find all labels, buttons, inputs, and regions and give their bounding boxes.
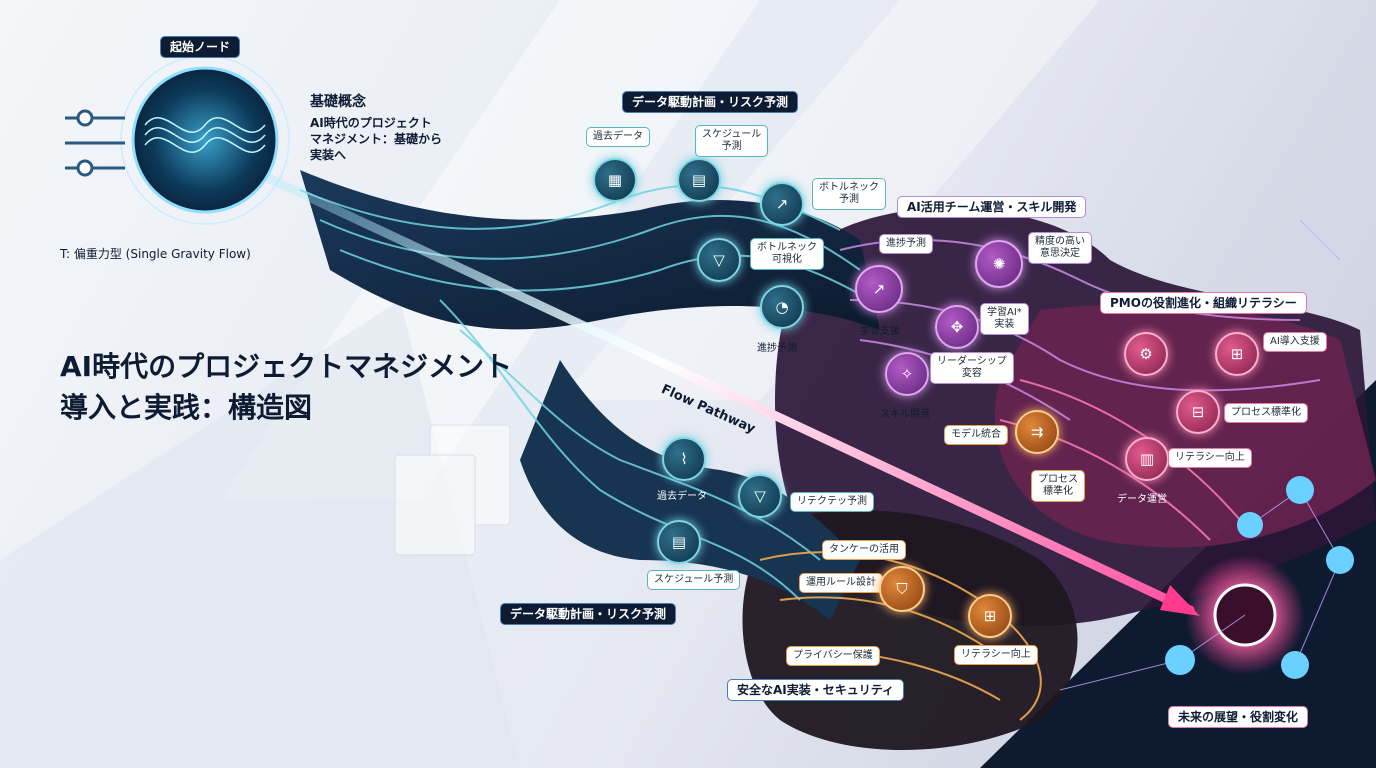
hierarchy-icon: ⊞ xyxy=(1215,332,1259,376)
main-title-line-1: AI時代のプロジェクトマネジメント xyxy=(60,350,513,383)
label-past-data-top: 過去データ xyxy=(586,127,650,147)
bar-chart-icon: ▥ xyxy=(1125,437,1169,481)
label-team-progress: 進捗予測 xyxy=(879,234,933,254)
label-retech: リテクテッ予測 xyxy=(790,492,874,512)
concept-line-2: マネジメント：基礎から xyxy=(310,132,443,146)
section-future: 未来の展望・役割変化 xyxy=(1168,706,1309,728)
label-past-data-bottom: 過去データ xyxy=(657,491,707,502)
section-data-bottom: データ駆動計画・リスク予測 xyxy=(500,603,677,625)
label-decision: 精度の高い 意思決定 xyxy=(1028,232,1092,264)
calendar-bottom-icon: ▤ xyxy=(657,520,701,564)
section-team: AI活用チーム運営・スキル開発 xyxy=(897,196,1087,218)
label-data-ops: データ運営 xyxy=(1117,494,1167,505)
label-skill-dev: スキル開発 xyxy=(880,409,930,420)
label-model-integration: モデル統合 xyxy=(944,425,1008,445)
label-progress-top: 進捗予測 xyxy=(757,343,797,354)
gauge-icon: ◔ xyxy=(760,285,804,329)
section-security: 安全なAI実装・セキュリティ xyxy=(727,679,905,701)
concept-line-1: AI時代のプロジェクト xyxy=(310,116,432,130)
label-learning-support: 学習支援 xyxy=(860,326,900,337)
label-process-std: プロセス標準化 xyxy=(1224,403,1308,423)
concept-heading: 基礎概念 xyxy=(310,94,366,110)
compass-icon: ✧ xyxy=(885,352,929,396)
label-security-literacy: リテラシー向上 xyxy=(954,645,1038,665)
main-title-line-2: 導入と実践：構造図 xyxy=(60,391,313,424)
funnel-icon: ▽ xyxy=(697,238,741,282)
database-icon: ▦ xyxy=(593,158,637,202)
merge-icon: ⇉ xyxy=(1015,410,1059,454)
trend-icon: ↗ xyxy=(855,265,903,313)
label-bottleneck-visual: ボトルネック 可視化 xyxy=(750,238,824,270)
label-leadership: リーダーシップ 変容 xyxy=(930,352,1014,384)
label-pmo-literacy: リテラシー向上 xyxy=(1168,448,1252,468)
chart-up-icon: ↗ xyxy=(760,182,804,226)
org-chart-icon: ⊟ xyxy=(1176,390,1220,434)
flow-type-label: T: 偏重力型 (Single Gravity Flow) xyxy=(60,247,251,261)
label-process-std-2: プロセス 標準化 xyxy=(1031,470,1085,502)
label-bottleneck-predict: ボトルネック 予測 xyxy=(812,178,886,210)
funnel-bottom-icon: ▽ xyxy=(738,474,782,518)
label-rule-design: 運用ルール設計 xyxy=(799,573,883,593)
label-tanker: タンケーの活用 xyxy=(822,540,906,560)
label-privacy: プライバシー保護 xyxy=(786,646,880,666)
gear-icon: ⚙ xyxy=(1124,332,1168,376)
brain-icon: ✺ xyxy=(975,240,1023,288)
shield-icon: ⛉ xyxy=(879,566,925,612)
network-icon: ⊞ xyxy=(968,594,1012,638)
label-ai-support: AI導入支援 xyxy=(1263,332,1327,352)
label-learning-ai: 学習AI* 実装 xyxy=(980,303,1029,335)
expand-icon: ✥ xyxy=(935,305,979,349)
start-node-badge: 起始ノード xyxy=(160,36,241,58)
calendar-icon: ▤ xyxy=(677,158,721,202)
analytics-icon: ⌇ xyxy=(662,437,706,481)
label-schedule-bottom: スケジュール予測 xyxy=(647,570,741,590)
concept-line-3: 実装へ xyxy=(310,148,347,162)
section-data-top: データ駆動計画・リスク予測 xyxy=(622,91,799,113)
label-schedule-top: スケジュール 予測 xyxy=(695,125,769,157)
section-pmo: PMOの役割進化・組織リテラシー xyxy=(1100,292,1307,314)
